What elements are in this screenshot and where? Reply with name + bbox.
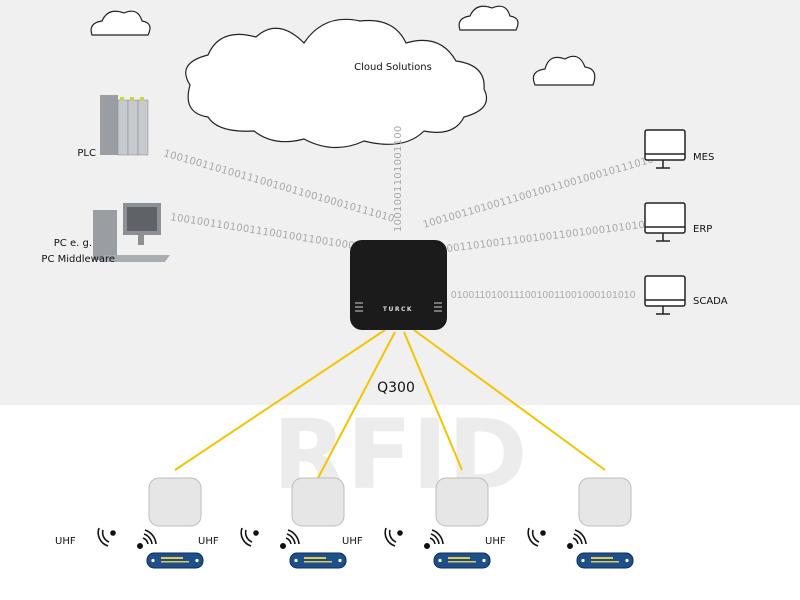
wireless-signal-icon (240, 527, 259, 547)
small-cloud-icon (90, 10, 151, 36)
plc-icon (100, 95, 149, 156)
antenna-unit: UHF (198, 477, 347, 569)
mes-monitor-icon (644, 129, 686, 169)
antenna-unit: UHF (485, 477, 634, 569)
pc-label-line1: PC e. g. (54, 238, 92, 249)
device-label: Q300 (377, 380, 415, 396)
rfid-tag-icon (146, 552, 204, 569)
wireless-signal-icon (566, 529, 587, 549)
antenna-link (174, 329, 386, 471)
antenna-link (317, 331, 396, 479)
uhf-label: UHF (342, 536, 363, 547)
antenna-reader (291, 477, 345, 527)
wireless-signal-icon (384, 527, 403, 547)
mes-label: MES (693, 152, 714, 163)
antenna-reader (148, 477, 202, 527)
cloud-data-stream: 1001001101001100 (393, 125, 404, 232)
q300-reader-device: TURCK (350, 240, 447, 330)
rfid-tag-icon (576, 552, 634, 569)
pc-label-line2: PC Middleware (41, 254, 115, 265)
small-cloud-icon (532, 55, 596, 86)
antenna-unit: UHF (55, 477, 204, 569)
rfid-tag-icon (433, 552, 491, 569)
antenna-unit: UHF (342, 477, 491, 569)
uhf-label: UHF (55, 536, 76, 547)
cloud-label: Cloud Solutions (354, 62, 432, 73)
small-cloud-icon (458, 5, 519, 31)
cloud-solutions-icon (185, 18, 488, 149)
erp-monitor-icon (644, 202, 686, 242)
rfid-tag-icon (289, 552, 347, 569)
pc-icon (93, 203, 170, 262)
scada-label: SCADA (693, 296, 728, 307)
antenna-link (403, 331, 463, 471)
uhf-label: UHF (198, 536, 219, 547)
wireless-signal-icon (527, 527, 546, 547)
wireless-signal-icon (279, 529, 300, 549)
wireless-signal-icon (97, 527, 116, 547)
uhf-label: UHF (485, 536, 506, 547)
erp-label: ERP (693, 224, 712, 235)
antenna-link (413, 329, 606, 471)
antenna-reader (578, 477, 632, 527)
plc-label: PLC (77, 148, 96, 159)
wireless-signal-icon (423, 529, 444, 549)
scada-data-stream: 01001101001110010011001000101010 (451, 290, 636, 301)
device-brand: TURCK (383, 306, 413, 313)
wireless-signal-icon (137, 529, 157, 549)
scada-monitor-icon (644, 275, 686, 315)
antenna-reader (435, 477, 489, 527)
